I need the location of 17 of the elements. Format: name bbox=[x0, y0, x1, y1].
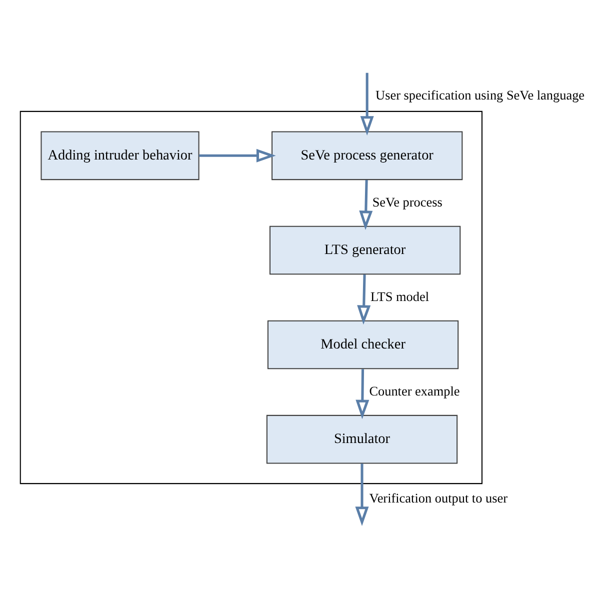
edge-label: LTS model bbox=[370, 288, 430, 304]
node-box: Adding intruder behavior bbox=[40, 130, 200, 180]
edge-label: User specification using SeVe language bbox=[376, 87, 585, 102]
arrow bbox=[199, 148, 276, 162]
node-box: LTS generator bbox=[269, 225, 461, 274]
cluster bbox=[20, 110, 482, 484]
edge-label: Verification output to user bbox=[369, 490, 508, 505]
arrow bbox=[356, 368, 370, 419]
arrow bbox=[357, 274, 371, 324]
node-box: SeVe process generator bbox=[272, 130, 463, 180]
edge-label: SeVe process bbox=[372, 194, 442, 209]
arrow bbox=[359, 180, 373, 230]
node-box: Model checker bbox=[267, 320, 459, 369]
edge-label: Counter example bbox=[369, 383, 460, 398]
arrow bbox=[360, 72, 374, 135]
node-box: Simulator bbox=[266, 414, 458, 464]
arrow bbox=[355, 463, 369, 526]
